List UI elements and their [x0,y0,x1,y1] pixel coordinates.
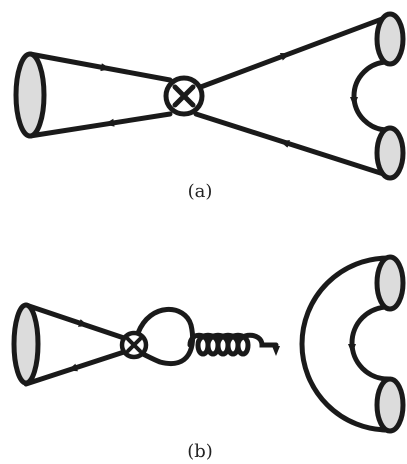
upper-jet-cone [374,254,406,312]
inner-quark-loop [349,304,391,382]
gluon-coil-icon [187,332,279,357]
left-jet-cone [11,302,127,387]
diagram-b [11,254,406,434]
upper-jet-cone [374,11,406,67]
lower-jet-cone [374,376,406,434]
quark-loop [351,59,391,133]
circled-times-icon [163,75,205,117]
outgoing-quark-line [195,13,393,91]
incoming-quark-line [193,111,393,179]
left-jet-cone [13,51,173,139]
caption-a: (a) [188,181,213,202]
diagram-a [13,11,406,181]
caption-b: (b) [187,441,213,462]
outer-quark-arc [299,255,391,433]
quark-loop-small [135,307,196,367]
lower-jet-cone [374,125,406,181]
circled-times-icon [119,330,149,360]
